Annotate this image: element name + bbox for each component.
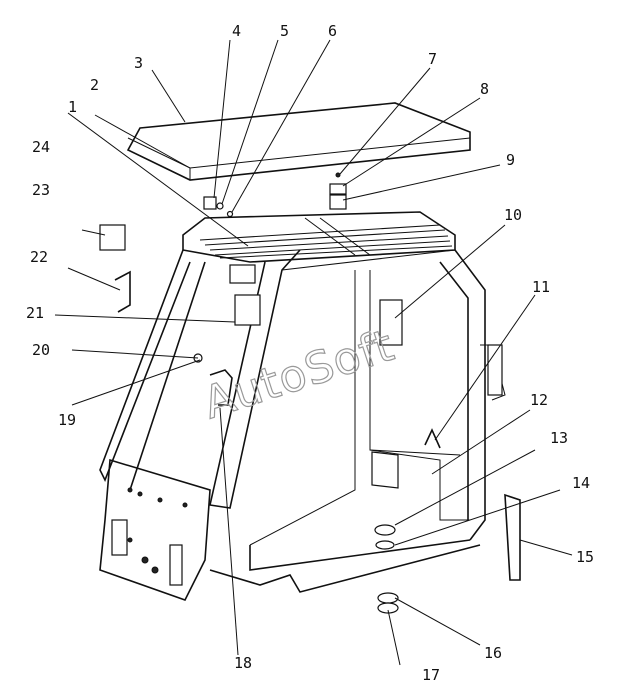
callout-18: 18 — [234, 654, 252, 672]
callout-22: 22 — [30, 248, 48, 266]
callout-16: 16 — [484, 644, 502, 662]
callout-24: 24 — [32, 138, 50, 156]
leader-lines — [54, 39, 573, 666]
cab-frame — [99, 211, 506, 593]
callout-5: 5 — [280, 22, 289, 40]
callout-6: 6 — [328, 22, 337, 40]
callout-20: 20 — [32, 341, 50, 359]
callout-12: 12 — [530, 391, 548, 409]
callout-21: 21 — [26, 304, 44, 322]
callout-23: 23 — [32, 181, 50, 199]
callout-4: 4 — [232, 22, 241, 40]
callout-7: 7 — [428, 50, 437, 68]
callout-19: 19 — [58, 411, 76, 429]
callout-10: 10 — [504, 206, 522, 224]
callout-11: 11 — [532, 278, 550, 296]
callout-13: 13 — [550, 429, 568, 447]
roof-panel — [126, 102, 471, 181]
vent-parts — [329, 172, 347, 210]
callout-1: 1 — [68, 98, 77, 116]
callout-labels: 1 2 3 4 5 6 7 8 9 10 11 12 13 14 15 16 1… — [26, 22, 594, 684]
callout-2: 2 — [90, 76, 99, 94]
callout-8: 8 — [480, 80, 489, 98]
callout-14: 14 — [572, 474, 590, 492]
callout-3: 3 — [134, 54, 143, 72]
clip-parts — [203, 196, 234, 218]
callout-9: 9 — [506, 151, 515, 169]
front-panel — [99, 458, 211, 601]
callout-17: 17 — [422, 666, 440, 684]
callout-15: 15 — [576, 548, 594, 566]
misc-parts — [99, 224, 521, 614]
